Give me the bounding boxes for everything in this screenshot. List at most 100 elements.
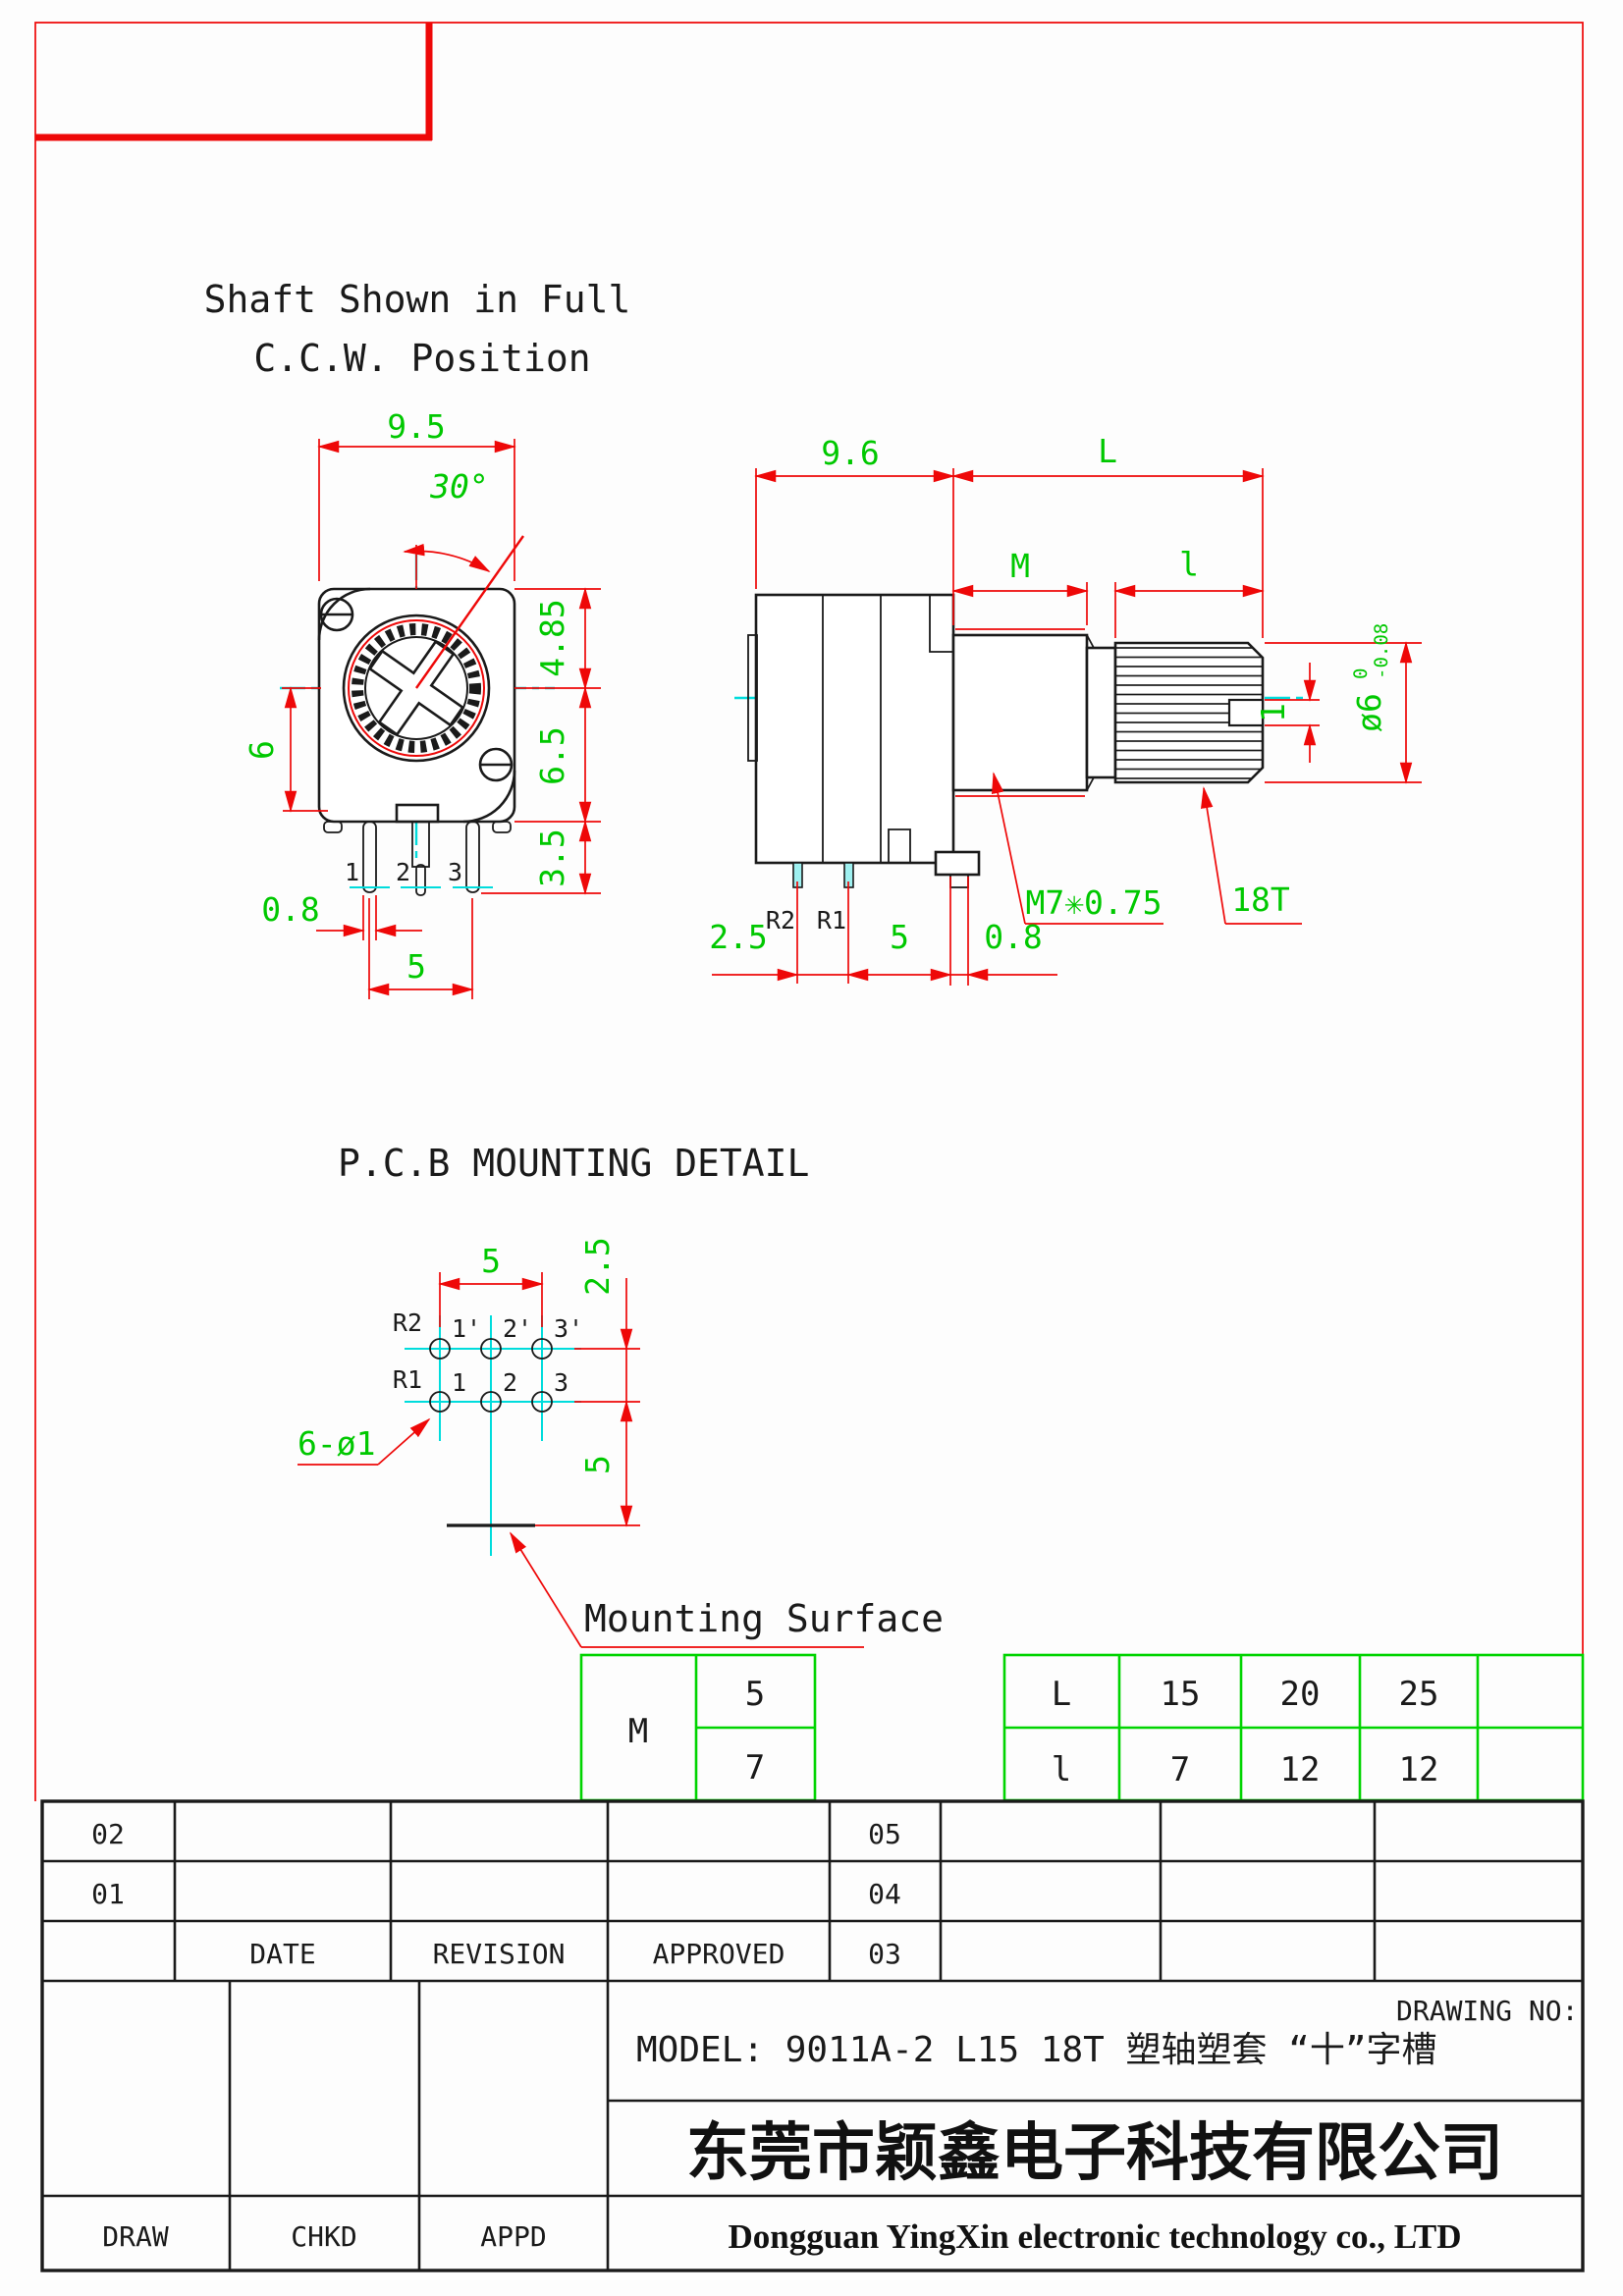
pin2-label: 2 [396,858,410,886]
hole-2: 2 [503,1368,517,1397]
svg-text:6: 6 [243,740,281,760]
mounting-surface: Mounting Surface [447,1523,944,1648]
mounting-surface-label: Mounting Surface [584,1597,944,1640]
pin1-label: 1 [345,858,359,886]
dim-0-8: 0.8 [261,890,422,940]
svg-text:2.5: 2.5 [709,918,768,956]
svg-text:9.6: 9.6 [821,434,880,472]
dim-5-front: 5 [367,898,474,999]
appd-label: APPD [480,2220,546,2253]
l-r1c2: 12 [1280,1750,1321,1789]
hole-2p: 2' [503,1314,532,1343]
draw-label: DRAW [102,2220,169,2253]
foot-right [492,821,512,833]
svg-text:M: M [1010,547,1030,585]
rev-row1-no: 02 [91,1818,125,1850]
shaft-note: Shaft Shown in Full C.C.W. Position [204,278,631,380]
l-r0c0: L [1052,1675,1071,1714]
dim-right-chain: 4.85 6.5 3.5 [481,587,601,895]
pcb-holes [429,1338,553,1413]
svg-text:18T: 18T [1231,881,1290,919]
side-pins [792,862,854,888]
pcb-dim-5: 5 [438,1242,544,1327]
front-pins [350,821,493,896]
m-table: M 5 7 [579,1653,817,1802]
thread-callout: M7✳0.75 [992,772,1163,925]
l-r0c1: 15 [1161,1675,1201,1714]
pcb-holes-callout: 6-ø1 [298,1417,431,1466]
hole-3: 3 [554,1368,568,1397]
l-r0c2: 20 [1280,1675,1321,1714]
svg-text:5: 5 [406,947,426,986]
svg-text:L: L [1098,432,1117,470]
l-table: L 15 20 25 l 7 12 12 [1002,1653,1585,1802]
svg-text:6.5: 6.5 [533,726,571,785]
svg-text:6-ø1: 6-ø1 [298,1424,375,1463]
svg-text:3.5: 3.5 [533,828,571,887]
body-bottom-step [888,828,911,863]
svg-text:-0.08: -0.08 [1371,623,1392,679]
pcb-dim-2-5: 2.5 [574,1237,640,1403]
right-row1-no: 05 [868,1818,901,1850]
company-name-cn: 东莞市颖鑫电子科技有限公司 [686,2117,1503,2188]
hole-1p: 1' [452,1314,481,1343]
side-view: R2 R1 9.6 L M l M7✳0.75 [709,432,1422,986]
foot-left [323,821,343,833]
svg-text:5: 5 [578,1455,617,1474]
body-left-notch [747,634,758,762]
svg-text:4.85: 4.85 [533,599,571,676]
l-r0c3: 25 [1399,1675,1439,1714]
page-border [34,22,1584,1801]
svg-text:0.8: 0.8 [984,918,1043,956]
right-row3-no: 03 [868,1938,901,1970]
row-r1-label: R1 [393,1365,422,1394]
dim-9-6-L: 9.6 L [754,432,1265,638]
m-value-2: 7 [745,1748,765,1788]
svg-text:0.8: 0.8 [261,890,320,929]
pcb-dim-5v: 5 [535,1400,640,1527]
dim-shaft-dia: ø6 0 -0.08 [1265,623,1422,784]
svg-text:2.5: 2.5 [578,1237,617,1296]
screw-top-left [317,587,371,641]
chkd-label: CHKD [291,2220,356,2253]
shaft-slot [1227,698,1265,727]
m-header: M [628,1712,648,1751]
mounting-lug [934,850,981,877]
svg-text:30°: 30° [429,467,489,506]
svg-text:l: l [1179,545,1199,583]
svg-text:9.5: 9.5 [387,407,446,446]
pin3-label: 3 [448,858,462,886]
dim-6: 6 [243,686,328,813]
rev-row2-no: 01 [91,1878,125,1910]
l-r1c3: 12 [1399,1750,1439,1789]
front-view: 1 2 3 9.5 30° 6 [243,407,601,999]
date-header: DATE [249,1938,315,1970]
svg-text:M7✳0.75: M7✳0.75 [1025,883,1162,922]
model-line: MODEL: 9011A-2 L15 18T 塑轴塑套 “十”字槽 [636,2030,1437,2070]
pin-r2-label: R2 [766,906,795,934]
hole-3p: 3' [554,1314,583,1343]
approved-header: APPROVED [653,1938,785,1970]
pin-r1-label: R1 [817,906,846,934]
teeth-callout: 18T [1201,786,1302,925]
knurled-shaft [1113,641,1265,784]
company-name-en: Dongguan YingXin electronic technology c… [728,2217,1461,2256]
drawing-no-label: DRAWING NO: [1396,1995,1578,2027]
svg-text:5: 5 [890,918,909,956]
title-block: 02 01 05 04 03 DATE REVISION APPROVED DR… [40,1799,1585,2272]
threaded-bushing [951,628,1117,797]
revision-header: REVISION [433,1938,566,1970]
pcb-detail: P.C.B MOUNTING DETAIL R2 R1 1' 2' 3' 1 2… [298,1142,944,1648]
dim-slot-1: 1 [1254,663,1320,763]
center-boss [395,803,440,824]
svg-text:ø6: ø6 [1350,693,1388,732]
dim-M-l: M l [951,545,1265,638]
l-r1c0: l [1052,1750,1071,1789]
hole-1: 1 [452,1368,466,1397]
serration-teeth [352,623,481,753]
dim-side-bottom: 2.5 5 0.8 [709,877,1057,986]
svg-text:1: 1 [1254,703,1292,722]
l-r1c1: 7 [1170,1750,1190,1789]
